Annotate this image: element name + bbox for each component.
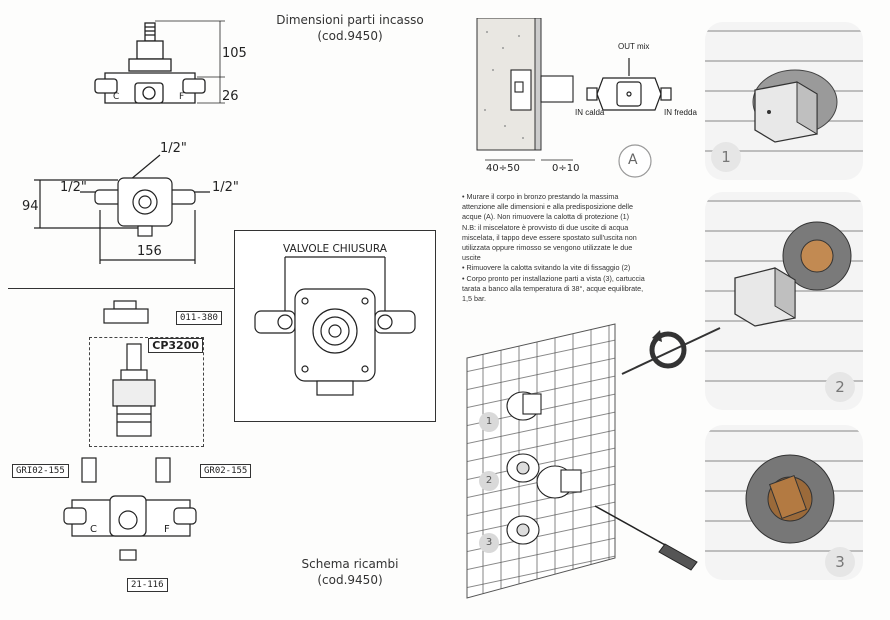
part-label-cap: 011-380 xyxy=(176,311,222,325)
instruction-line: tarata a banco alla temperatura di 38°, … xyxy=(462,283,644,293)
instruction-line: • Rimuovere la calotta svitando la vite … xyxy=(462,263,631,273)
small-step-badge-3: 3 xyxy=(479,533,499,553)
instructions: • Murare il corpo in bronzo prestando la… xyxy=(462,192,662,304)
dimension-156: 156 xyxy=(137,244,162,259)
photo-step-1: 1 xyxy=(705,22,863,180)
cap-removal-illustration xyxy=(734,221,852,327)
part-label-left-valve: GRI02-155 xyxy=(12,464,69,478)
step-badge-1: 1 xyxy=(711,142,741,172)
cartridge-box: CP3200 xyxy=(89,337,204,447)
label-out-mix: OUT mix xyxy=(618,42,650,51)
dimension-half-top: 1/2" xyxy=(160,141,187,156)
tiled-wall-illustration xyxy=(466,323,698,599)
capped-body-illustration xyxy=(752,69,838,143)
photo-step-3: 3 xyxy=(705,425,863,580)
dimension-26: 26 xyxy=(222,89,239,104)
section-divider xyxy=(8,288,234,289)
screwdriver-icon xyxy=(621,327,721,375)
valves-label: VALVOLE CHIUSURA xyxy=(283,243,387,255)
dimension-half-left: 1/2" xyxy=(60,180,87,195)
step-badge-3: 3 xyxy=(825,547,855,577)
dimension-half-right: 1/2" xyxy=(212,180,239,195)
spares-title-text: Schema ricambi xyxy=(301,557,399,571)
front-view-drawing xyxy=(34,154,210,264)
instruction-line: 1,5 bar. xyxy=(462,294,486,304)
spares-code: (cod.9450) xyxy=(317,573,383,587)
label-in-cold: IN fredda xyxy=(664,108,697,117)
instruction-line: • Corpo pronto per installazione parti a… xyxy=(462,273,645,283)
badge-a: A xyxy=(628,152,638,168)
label-in-hot: IN calda xyxy=(575,108,605,117)
wall-section-diagram xyxy=(476,18,672,178)
dimension-flush: 0÷10 xyxy=(552,163,580,174)
dimension-wall-depth: 40÷50 xyxy=(486,163,520,174)
spares-title: Schema ricambi (cod.9450) xyxy=(280,556,420,588)
instruction-line: N.B: il miscelatore è provvisto di due u… xyxy=(462,222,629,232)
instruction-line: utilizzata oppure rimosso se vengono uti… xyxy=(462,243,633,253)
body-letter-c: C xyxy=(113,92,119,102)
body-letter-f: F xyxy=(179,92,184,102)
cartridge-label: CP3200 xyxy=(148,338,203,353)
instruction-line: acque (A). Non rimuovere la calotta di p… xyxy=(462,212,629,222)
valves-drawing xyxy=(254,256,416,396)
cartridge-drawing xyxy=(112,343,156,437)
exposed-cartridge-illustration xyxy=(745,454,835,544)
instruction-line: • Murare il corpo in bronzo prestando la… xyxy=(462,192,619,201)
instruction-line: uscite xyxy=(462,253,481,263)
part-label-bottom: 21-116 xyxy=(127,578,168,592)
instruction-line: miscelata, il tappo deve essere spostato… xyxy=(462,232,637,242)
dimension-105: 105 xyxy=(222,46,247,61)
step-badge-2: 2 xyxy=(825,372,855,402)
small-step-badge-2: 2 xyxy=(479,471,499,491)
instruction-line: attenzione alle dimensioni e alla predis… xyxy=(462,202,634,212)
part-label-right-valve: GR02-155 xyxy=(200,464,252,478)
dimension-94: 94 xyxy=(22,199,39,214)
spares-letter-c: C xyxy=(90,524,97,535)
spares-letter-f: F xyxy=(164,524,170,535)
small-step-badge-1: 1 xyxy=(479,412,499,432)
valves-detail-box: VALVOLE CHIUSURA xyxy=(234,230,436,422)
side-view-drawing: C F xyxy=(94,20,225,104)
body-exploded-drawing: C F xyxy=(63,457,197,561)
cap-drawing xyxy=(103,300,149,324)
dimensions-code: (cod.9450) xyxy=(317,29,383,43)
dimensions-title: Dimensioni parti incasso (cod.9450) xyxy=(270,12,430,44)
photo-step-2: 2 xyxy=(705,192,863,410)
dimensions-title-text: Dimensioni parti incasso xyxy=(276,13,424,27)
